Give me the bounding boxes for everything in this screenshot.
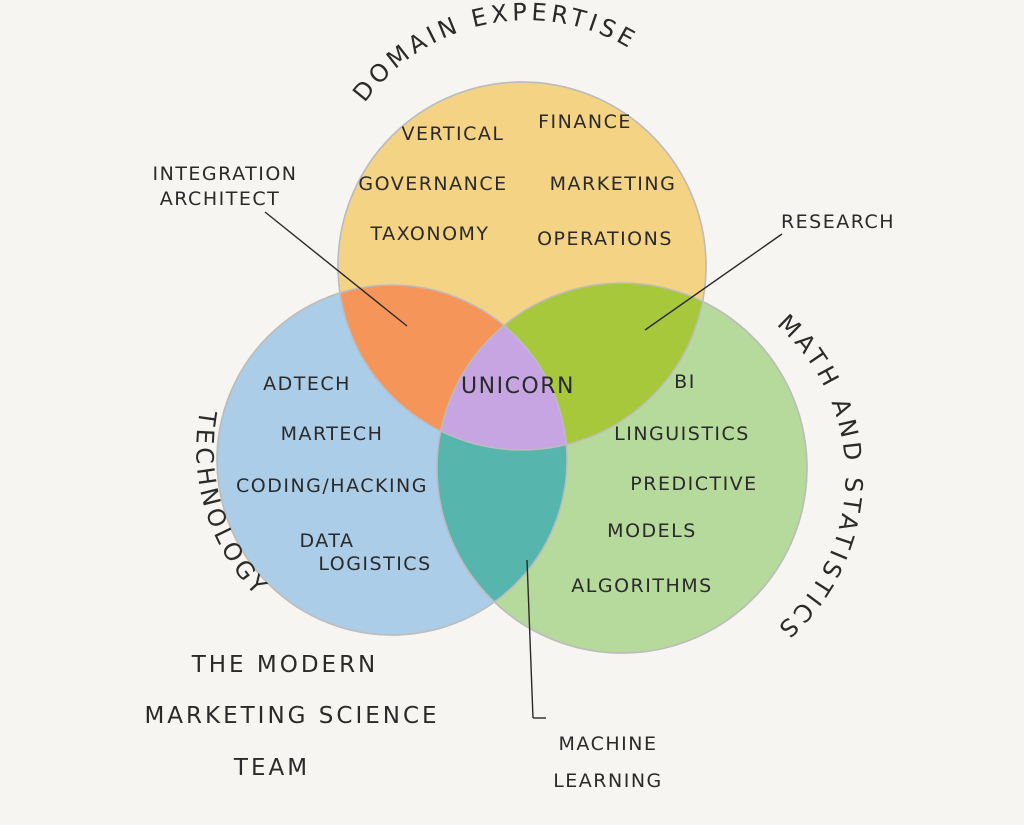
item-operations: OPERATIONS	[537, 228, 673, 250]
research-label: RESEARCH	[781, 211, 895, 233]
item-taxonomy: TAXONOMY	[369, 223, 489, 245]
item-adtech: ADTECH	[263, 373, 351, 395]
item-finance: FINANCE	[538, 111, 632, 133]
item-predictive: PREDICTIVE	[630, 473, 757, 495]
research-pointer-line	[644, 233, 783, 331]
item-data: DATA	[300, 530, 355, 552]
machine-learning-pointer-line	[526, 559, 534, 719]
item-algorithms: ALGORITHMS	[571, 575, 712, 597]
item-governance: GOVERNANCE	[358, 173, 507, 195]
item-linguistics: LINGUISTICS	[614, 423, 750, 445]
integration-label-line1: INTEGRATION	[153, 163, 298, 185]
integration-label-line2: ARCHITECT	[160, 188, 280, 210]
item-coding-hacking: CODING/HACKING	[236, 475, 428, 497]
machine-learning-label-line1: MACHINE	[559, 733, 658, 755]
title-line1: THE MODERN	[191, 652, 379, 678]
item-bi: BI	[674, 371, 696, 393]
unicorn-label: UNICORN	[461, 374, 575, 399]
region-unicorn	[437, 285, 567, 450]
title-line2: MARKETING SCIENCE	[144, 703, 439, 729]
item-models: MODELS	[607, 520, 697, 542]
item-vertical: VERTICAL	[402, 123, 505, 145]
item-logistics: LOGISTICS	[318, 553, 431, 575]
item-martech: MARTECH	[281, 423, 384, 445]
machine-learning-label-line2: LEARNING	[553, 770, 663, 792]
integration-pointer-line	[264, 211, 408, 327]
item-marketing: MARKETING	[550, 173, 677, 195]
title-line3: TEAM	[233, 755, 310, 781]
